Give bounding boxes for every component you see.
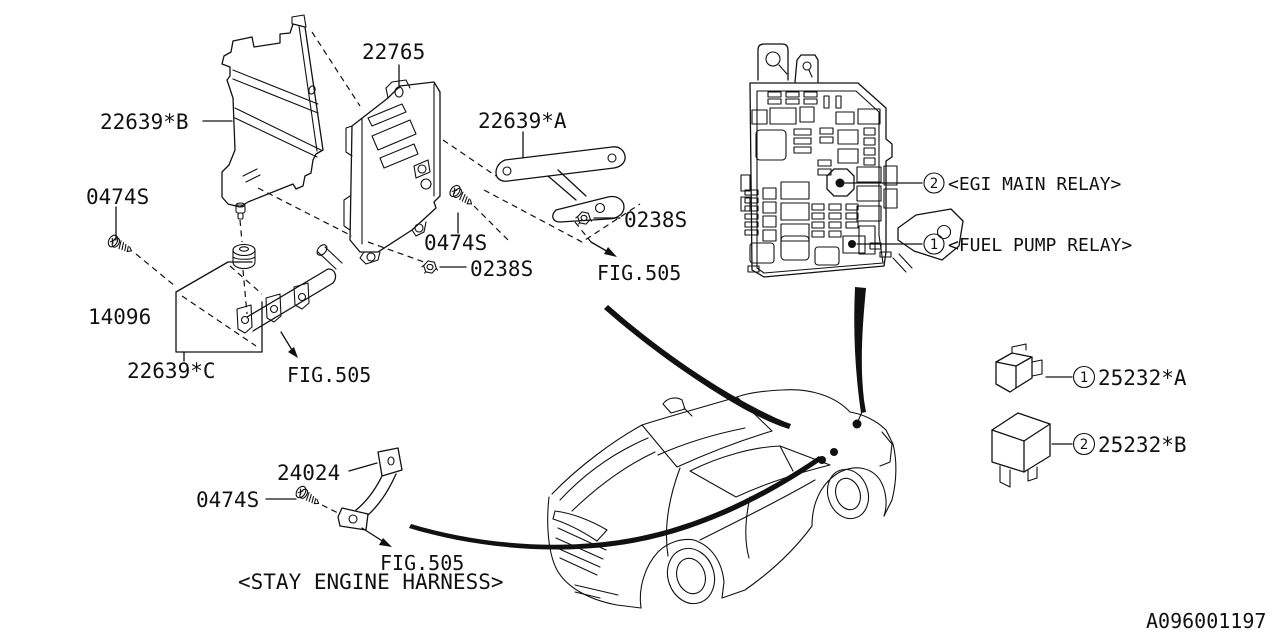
part-label-0238s-right: 0238S: [624, 208, 687, 232]
part-label-22639b: 22639*B: [100, 110, 189, 134]
callout-egi-label: <EGI MAIN RELAY>: [948, 174, 1122, 195]
callout-relay-25232a: 1 25232*A: [1072, 365, 1187, 390]
location-dot-1: [852, 419, 862, 429]
location-dot-2: [830, 448, 838, 456]
relay-25232b-drawing: [991, 412, 1051, 488]
air-cleaner-box-drawing: [175, 243, 263, 353]
callout-25232b-number: 2: [1080, 437, 1088, 453]
car-illustration: [547, 389, 897, 609]
part-label-0474s-left: 0474S: [86, 185, 149, 209]
part-label-0474s-bottom: 0474S: [196, 488, 259, 512]
callout-fuel-label: <FUEL PUMP RELAY>: [948, 235, 1132, 256]
document-id: A096001197: [1146, 609, 1266, 633]
callout-fuel-number: 1: [930, 237, 938, 253]
callout-25232a-label: 25232*A: [1098, 366, 1187, 390]
fig-arrow-mid: [280, 331, 298, 358]
fuse-box-drawing: [740, 43, 964, 278]
fuel-relay-dot: [848, 240, 856, 248]
stay-24024-drawing: [337, 447, 403, 531]
bracket-c-drawing: [236, 244, 343, 334]
callout-relay-25232b: 2 25232*B: [1072, 432, 1187, 457]
callout-egi-main-relay: 2 <EGI MAIN RELAY>: [923, 172, 1122, 195]
stay-engine-harness-note: <STAY ENGINE HARNESS>: [238, 570, 504, 594]
part-label-22639a: 22639*A: [478, 109, 567, 133]
relay-25232a-drawing: [995, 343, 1043, 393]
label-leader-lines: [115, 64, 1073, 500]
egi-relay-dot: [835, 178, 845, 188]
fuse-grid: [744, 91, 898, 273]
part-label-0238s-left: 0238S: [470, 257, 533, 281]
fig-ref-bottom: FIG.505: [380, 551, 464, 575]
callout-25232b-label: 25232*B: [1098, 433, 1187, 457]
fig-ref-mid: FIG.505: [287, 363, 371, 387]
mount-stud: [235, 202, 246, 220]
grommet-14096: [232, 243, 256, 270]
ecu-unit-drawing: [343, 79, 441, 265]
fig-arrow-bottom: [361, 527, 392, 547]
callout-25232a-number: 1: [1080, 370, 1088, 386]
leader-swooshes: [409, 287, 866, 550]
egi-main-relay-position: [826, 168, 855, 197]
part-label-24024: 24024: [277, 461, 340, 485]
part-label-22639c: 22639*C: [127, 359, 216, 383]
part-label-14096: 14096: [88, 305, 151, 329]
part-label-0474s-mid: 0474S: [424, 231, 487, 255]
part-label-22765: 22765: [362, 40, 425, 64]
bracket-a-drawing: [495, 146, 626, 223]
callout-fuel-pump-relay: 1 <FUEL PUMP RELAY>: [923, 233, 1132, 256]
fig-ref-right: FIG.505: [597, 261, 681, 285]
cover-bracket-b-drawing: [221, 14, 324, 220]
fig-arrow-right: [590, 241, 617, 257]
callout-egi-number: 2: [930, 176, 938, 192]
assembly-dash-lines: [135, 31, 641, 514]
fuse-box-mount-tabs: [740, 43, 964, 273]
